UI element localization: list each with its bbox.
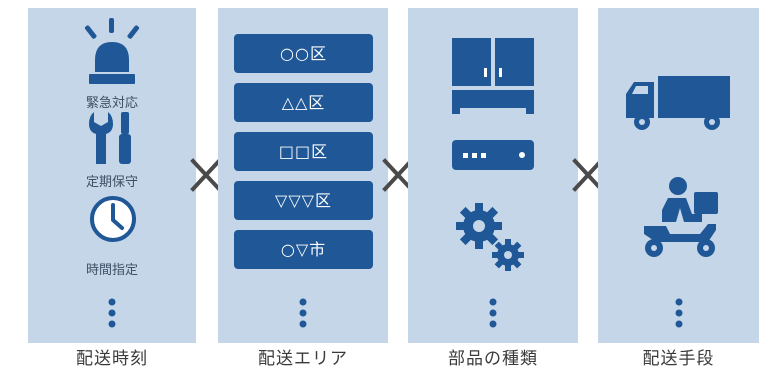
caption-part-types: 部品の種類 (448, 349, 538, 369)
caption-delivery-method: 配送手段 (642, 349, 715, 369)
vertical-ellipsis-icon (299, 298, 307, 328)
server-unit-icon (452, 140, 534, 170)
vertical-ellipsis-icon (108, 298, 116, 328)
truck-icon (626, 76, 730, 130)
vertical-ellipsis-icon (675, 298, 683, 328)
area-button-5[interactable]: ○▽市 (234, 230, 373, 269)
gears-icon (456, 203, 524, 271)
clock-icon (90, 196, 136, 242)
caption-delivery-time: 配送時刻 (76, 349, 148, 369)
area-button-2[interactable]: △△区 (234, 83, 373, 122)
vertical-ellipsis-icon (489, 298, 497, 328)
area-button-1[interactable]: ○○区 (234, 34, 373, 73)
panel-delivery-method (598, 8, 759, 343)
wrench-screwdriver-icon (89, 112, 131, 164)
item-label-maintenance: 定期保守 (85, 175, 138, 190)
delivery-scooter-icon (644, 177, 718, 257)
item-label-urgent: 緊急対応 (85, 96, 138, 111)
area-button-3[interactable]: □□区 (234, 132, 373, 171)
caption-delivery-area: 配送エリア (258, 349, 348, 369)
panel-part-types (408, 8, 578, 343)
item-label-time-specified: 時間指定 (85, 263, 138, 278)
siren-icon (84, 18, 140, 84)
panel-delivery-time: 緊急対応 定期保守 時間指定 (28, 8, 196, 343)
panel-delivery-area: ○○区 △△区 □□区 ▽▽▽区 ○▽市 (218, 8, 388, 343)
area-button-4[interactable]: ▽▽▽区 (234, 181, 373, 220)
multiply-icon (190, 158, 222, 192)
cabinet-icon (452, 38, 534, 114)
